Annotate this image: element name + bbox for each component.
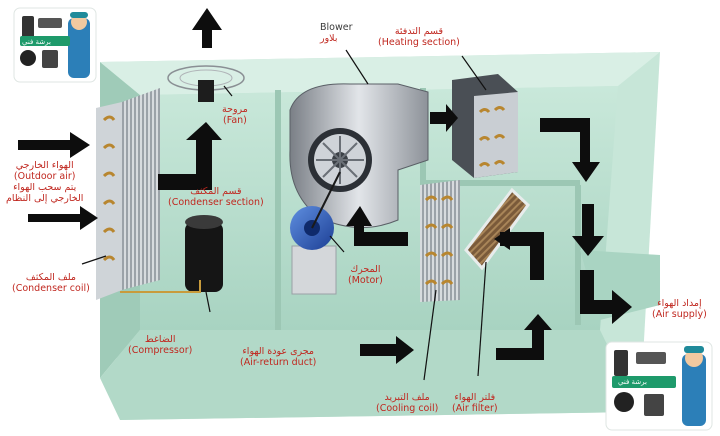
label-air-return-duct: مجرى عودة الهواء(Air-return duct) bbox=[240, 346, 317, 368]
arrow-to-heating bbox=[430, 104, 458, 132]
fridge-icon bbox=[22, 16, 34, 38]
airflow-arrows bbox=[18, 8, 632, 364]
cooling-coil bbox=[420, 180, 460, 302]
motor bbox=[290, 171, 341, 295]
cooling-coil-bends bbox=[424, 195, 454, 286]
coil-tube-bends bbox=[102, 115, 116, 262]
label-outdoor-air: الهواء الخارجي(Outdoor air) يتم سحب الهو… bbox=[6, 160, 84, 204]
arrow-outdoor-2 bbox=[28, 206, 98, 230]
label-cooling-coil: ملف التبريد(Cooling coil) bbox=[376, 392, 439, 414]
arrow-outdoor-1 bbox=[18, 132, 90, 158]
arrow-filter-section bbox=[500, 232, 544, 280]
label-air-supply: إمداد الهواء(Air supply) bbox=[652, 298, 707, 320]
washing-machine-icon bbox=[42, 50, 58, 68]
label-fan: مروحة(Fan) bbox=[222, 104, 248, 126]
arrow-return-duct bbox=[360, 336, 414, 364]
arrow-return-up bbox=[496, 314, 552, 360]
arrow-heating-down bbox=[540, 118, 600, 182]
arrow-supply-out bbox=[580, 270, 632, 324]
brand-badge-top bbox=[13, 7, 97, 83]
heating-coil-bends bbox=[478, 106, 506, 168]
compressor bbox=[120, 215, 223, 293]
badge-text-top: برشة فني bbox=[22, 38, 51, 46]
badge-text-bottom: برشة فني bbox=[618, 378, 647, 386]
fan bbox=[167, 65, 245, 102]
arrow-fan-exhaust bbox=[192, 8, 222, 48]
label-air-filter: فلتر الهواء(Air filter) bbox=[452, 392, 498, 414]
label-condenser-section: قسم المكثف(Condenser section) bbox=[168, 186, 264, 208]
label-compressor: الضاغط(Compressor) bbox=[128, 334, 193, 356]
label-heating-section: قسم التدفئة(Heating section) bbox=[378, 26, 460, 48]
label-motor: المحرك(Motor) bbox=[348, 264, 383, 286]
air-filter bbox=[464, 187, 530, 271]
arrow-filter-head bbox=[494, 228, 510, 250]
gear-icon bbox=[20, 50, 36, 66]
air-conditioner-icon bbox=[38, 18, 62, 28]
blower bbox=[289, 83, 429, 228]
heating-section bbox=[452, 74, 518, 178]
brand-badge-bottom bbox=[605, 341, 713, 431]
technician-icon bbox=[68, 18, 90, 78]
label-condenser-coil: ملف المكثف(Condenser coil) bbox=[12, 272, 90, 294]
leader-lines bbox=[81, 49, 487, 381]
arrow-supply-down bbox=[572, 204, 604, 256]
arrow-condenser-up bbox=[158, 122, 222, 190]
arrow-motor-section bbox=[346, 206, 408, 246]
